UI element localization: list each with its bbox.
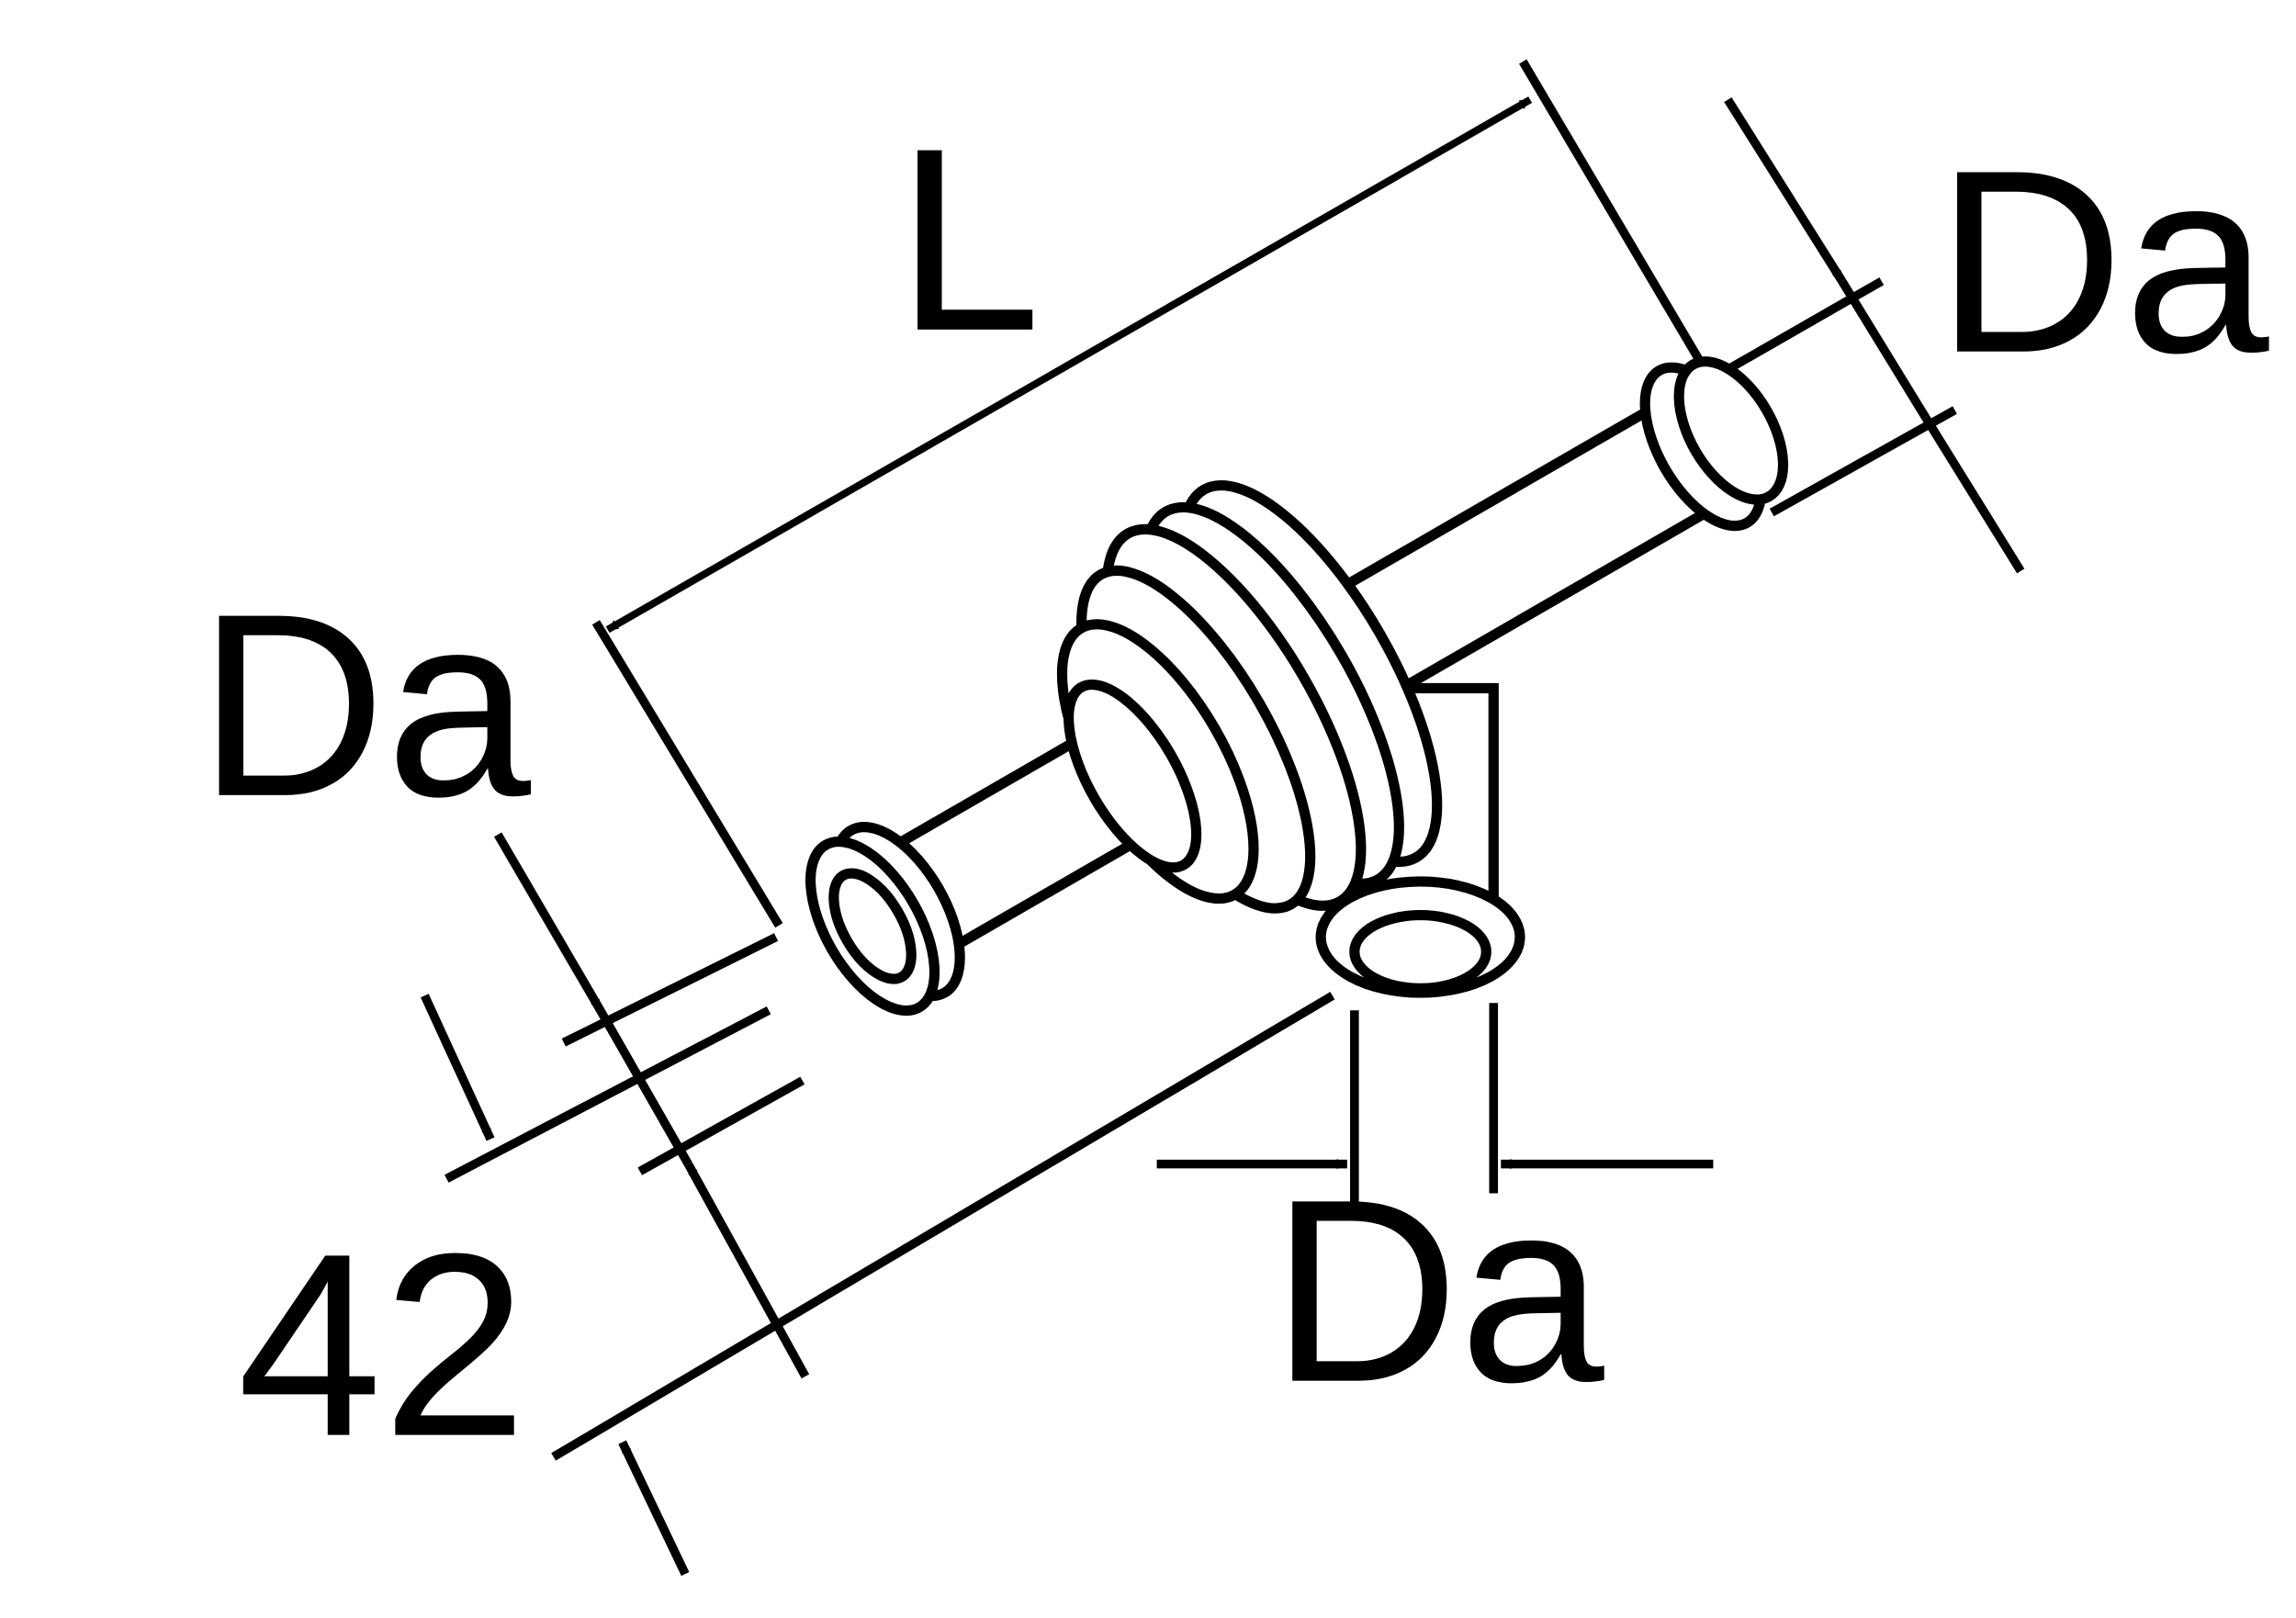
- right-diameter-dimension: [1711, 96, 2025, 574]
- length-label: L: [896, 95, 1041, 386]
- right-diameter-label: Da: [1936, 117, 2271, 408]
- left-diameter-label: Da: [197, 560, 533, 851]
- bottom-diameter-label: Da: [1271, 1146, 1606, 1437]
- left-diameter-dimension: [493, 832, 810, 1379]
- bottom-diameter-dimension: [1156, 1003, 1714, 1204]
- offset-label: 42: [237, 1200, 527, 1491]
- tee-connector-part: [805, 356, 1789, 1017]
- length-dimension: [591, 59, 1717, 928]
- offset-dimension: [421, 992, 1335, 1577]
